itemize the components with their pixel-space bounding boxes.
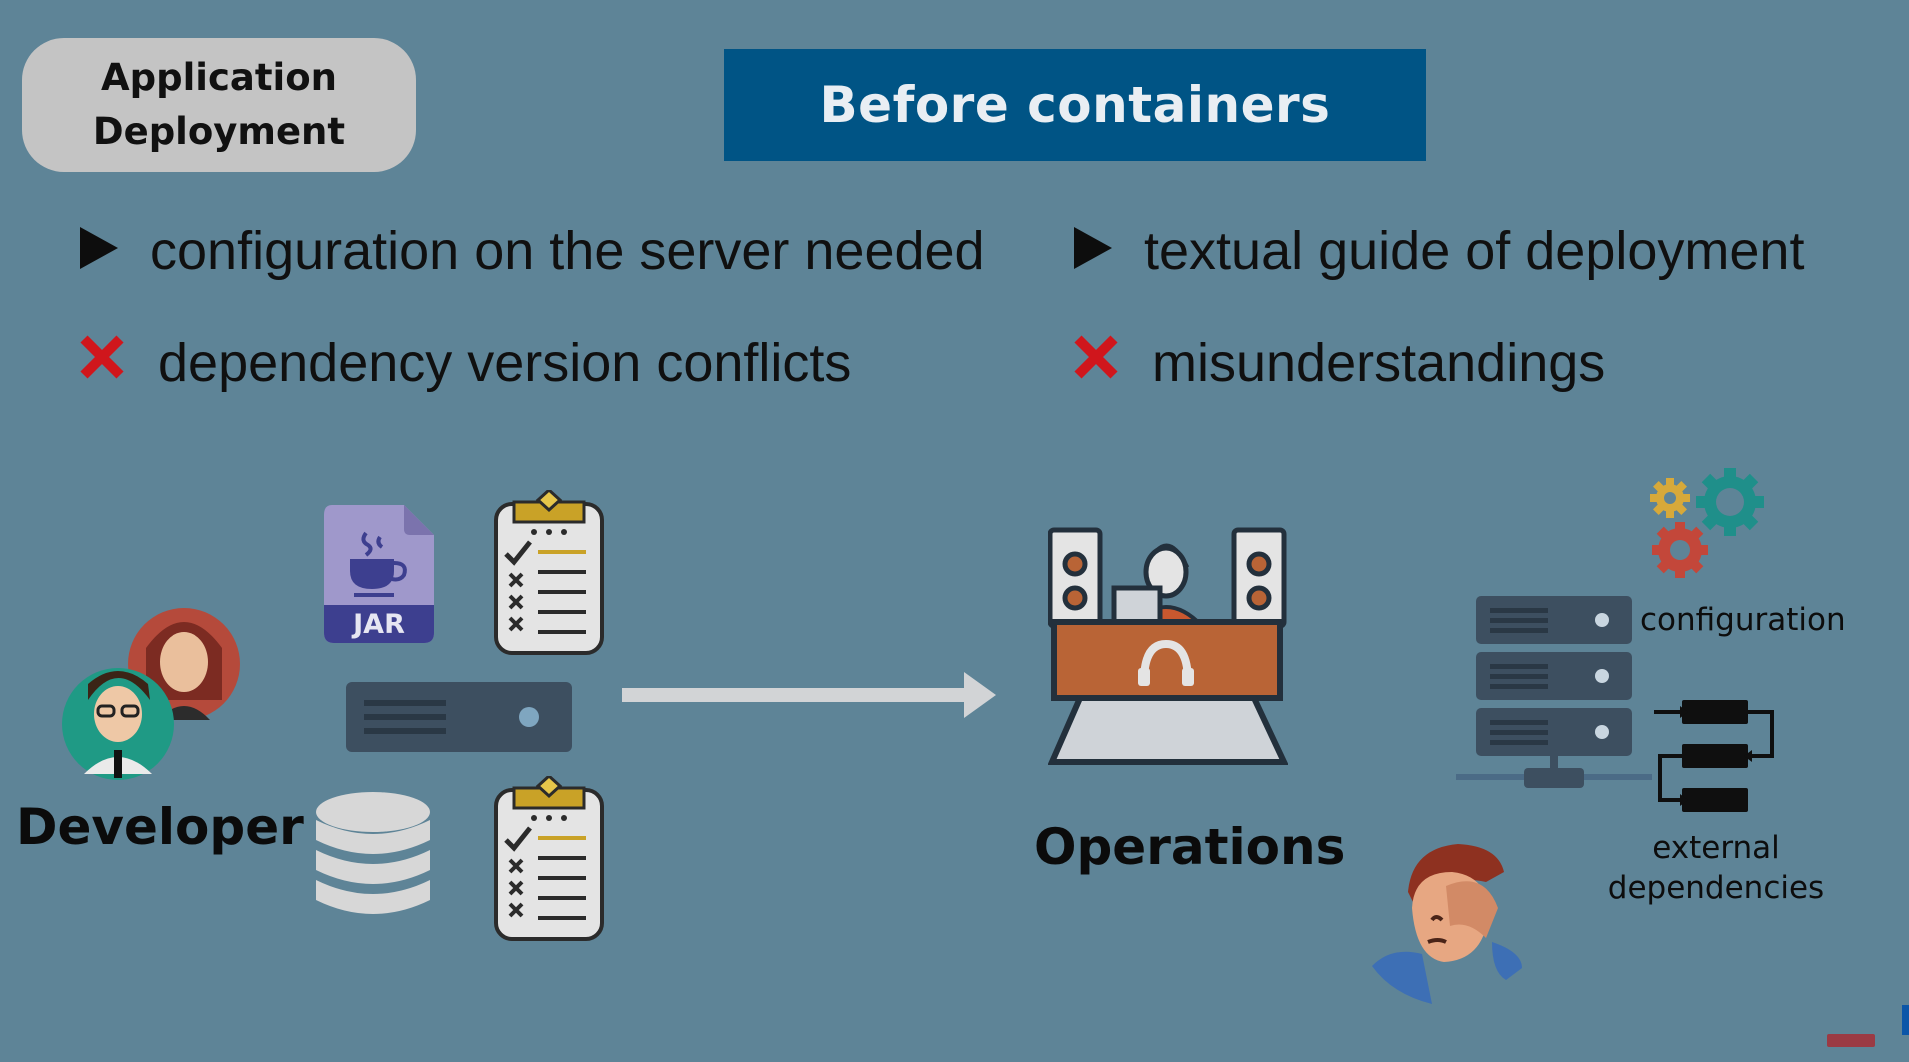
operations-label: Operations	[1034, 818, 1346, 876]
external-label-line1: external	[1652, 830, 1780, 866]
bullet-version-conflicts: dependency version conflicts	[78, 332, 851, 394]
bullet-misunderstandings: misunderstandings	[1072, 332, 1605, 394]
server-icon	[346, 682, 572, 756]
developer-avatars-icon	[60, 600, 250, 794]
red-cross-icon	[1072, 332, 1120, 394]
bullet-text: misunderstandings	[1152, 333, 1606, 393]
external-label-line2: dependencies	[1607, 870, 1825, 906]
operations-desk-icon	[1047, 526, 1289, 772]
developer-label: Developer	[16, 798, 304, 856]
bullet-text: configuration on the server needed	[150, 221, 985, 281]
bullet-text: dependency version conflicts	[158, 333, 852, 393]
jar-label: JAR	[353, 609, 405, 640]
red-cross-icon	[78, 332, 126, 394]
checklist-clipboard-icon	[494, 487, 604, 659]
checklist-clipboard-icon	[494, 773, 604, 945]
dependency-tree-icon	[1652, 698, 1780, 822]
edge-marker	[1902, 1005, 1909, 1035]
subscribe-watermark	[1827, 1034, 1875, 1047]
badge-line1: Application	[100, 56, 337, 99]
play-triangle-icon	[80, 220, 118, 282]
server-rack-icon	[1456, 596, 1652, 796]
gears-icon	[1648, 466, 1766, 588]
jar-file-icon: JAR	[324, 505, 434, 647]
section-badge: Application Deployment	[22, 38, 416, 172]
bullet-text: textual guide of deployment	[1144, 221, 1805, 281]
external-dependencies-label: external dependencies	[1600, 828, 1832, 908]
handover-arrow-icon	[622, 672, 996, 722]
database-icon	[316, 792, 430, 928]
slide-title-text: Before containers	[819, 76, 1331, 134]
bullet-textual-guide: textual guide of deployment	[1074, 220, 1804, 282]
badge-line2: Deployment	[92, 110, 346, 153]
slide-title: Before containers	[724, 49, 1426, 161]
bullet-config-needed: configuration on the server needed	[80, 220, 985, 282]
configuration-label: configuration	[1640, 602, 1846, 638]
frustrated-person-icon	[1372, 842, 1524, 1008]
play-triangle-icon	[1074, 220, 1112, 282]
